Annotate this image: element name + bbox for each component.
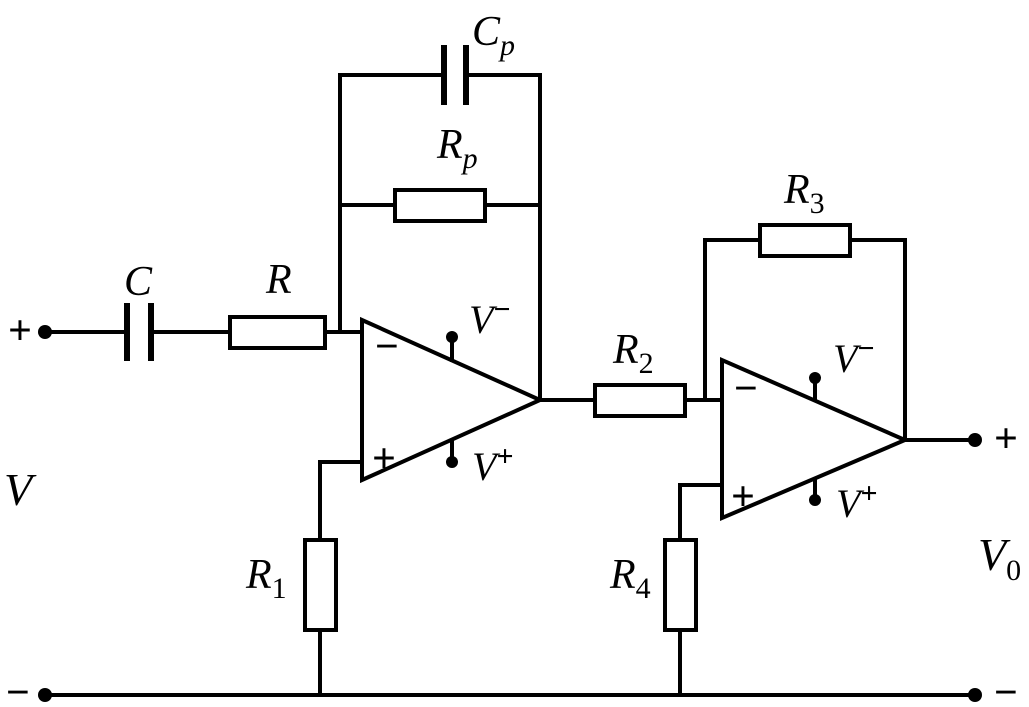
ground-terminal-dot-right <box>968 688 982 702</box>
opamp-2-vneg-label: V− <box>833 332 875 381</box>
ground-terminal-dot-left <box>38 688 52 702</box>
resistor-r4-branch: R4 <box>609 483 722 695</box>
resistor-rp-label: Rp <box>436 122 478 175</box>
opamp-1-inverting-mark: − <box>375 324 399 370</box>
resistor-r2-branch: R2 <box>540 327 722 418</box>
feedback-network-2: R3 <box>703 167 907 440</box>
input-network: + C R V <box>4 257 362 515</box>
capacitor-c-label: C <box>124 259 153 305</box>
resistor-r1-body <box>303 538 338 632</box>
feedback-network-1: Cp Rp <box>338 9 542 400</box>
resistor-r4-label: R4 <box>609 552 651 605</box>
resistor-rp-body <box>393 188 487 223</box>
resistor-r-label: R <box>265 257 292 303</box>
capacitor-cp-label: Cp <box>472 9 515 62</box>
resistor-r3-label: R3 <box>783 167 825 220</box>
resistor-r3-body <box>758 223 852 258</box>
opamp-1-vpos-label: V+ <box>472 440 514 489</box>
ground-minus-sign-left: − <box>6 670 30 707</box>
opamp-1: − + V− V+ <box>360 293 545 489</box>
wire <box>678 483 722 540</box>
opamp-2-vpos-dot <box>809 494 821 506</box>
resistor-r2-label: R2 <box>612 327 654 380</box>
opamp-2: − + V− V+ <box>720 332 911 526</box>
resistor-r4-body <box>663 538 698 632</box>
output-terminal-dot <box>968 433 982 447</box>
input-plus-sign: + <box>8 308 32 354</box>
resistor-r1-label: R1 <box>245 552 287 605</box>
opamp-1-noninverting-mark: + <box>372 436 396 482</box>
opamp-2-vneg-dot <box>809 372 821 384</box>
opamp-1-vneg-dot <box>446 331 458 343</box>
output-network: + V0 <box>905 416 1021 587</box>
resistor-r2-body <box>593 383 687 418</box>
input-voltage-label: V <box>4 464 37 515</box>
ground-rail: − − <box>6 670 1018 707</box>
resistor-r-body <box>228 315 327 350</box>
opamp-2-vpos-label: V+ <box>836 477 878 526</box>
ground-minus-sign-right: − <box>994 670 1018 707</box>
resistor-r1-branch: R1 <box>245 460 362 695</box>
opamp-1-vneg-label: V− <box>469 293 511 342</box>
opamp-2-inverting-mark: − <box>734 366 758 412</box>
wire <box>318 460 362 540</box>
opamp-2-noninverting-mark: + <box>731 474 755 520</box>
output-plus-sign: + <box>994 416 1018 462</box>
opamp-1-vpos-dot <box>446 456 458 468</box>
output-voltage-label: V0 <box>978 529 1021 587</box>
